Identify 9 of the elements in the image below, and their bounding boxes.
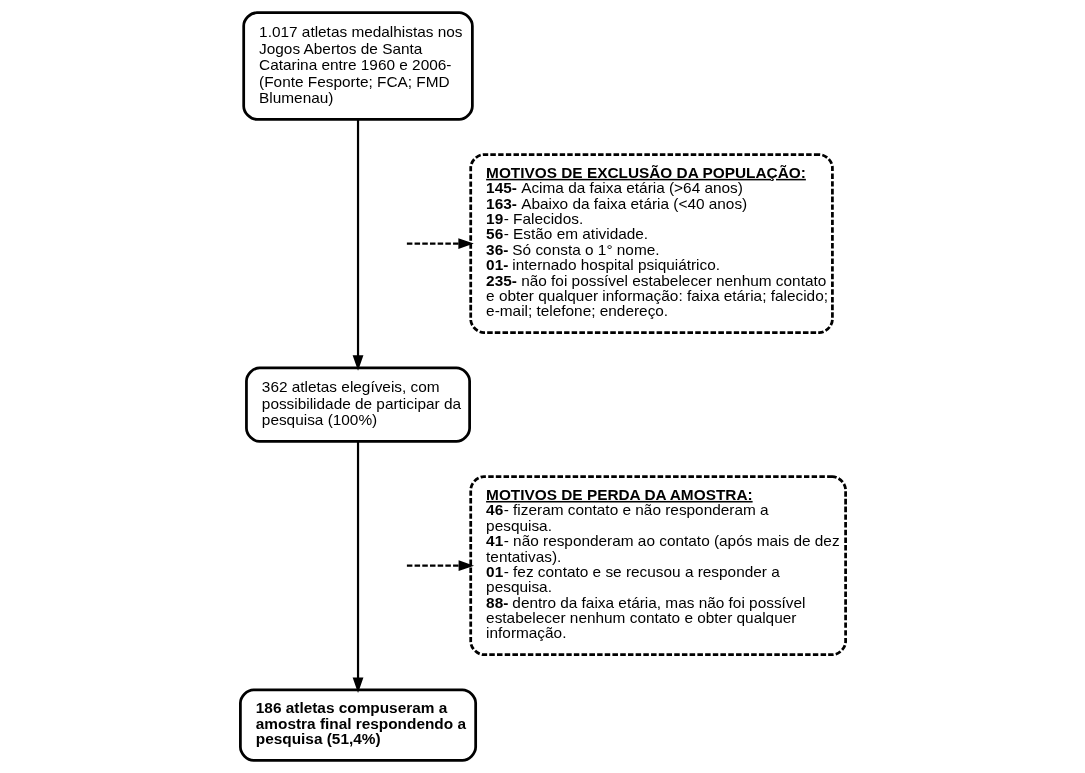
node-box: MOTIVOS DE EXCLUSÃO DA POPULAÇÃO: 145- Acima da faixa etária (>64 anos) 163- Abaixo da faixa etária (<40 anos) 19- Falecidos. 56- Estão em atividade. 36- Só consta o 1° nome. 01- internado hospital psiquiátrico. 235- não foi possível estabelecer nenhum contato e obter qualquer informação: faixa etária; falecido; e-mail; telefone; endereço. <box>468 153 834 334</box>
node-box: 186 atletas compuseram a amostra final respondendo a pesquisa (51,4%) <box>238 688 477 762</box>
arrow <box>406 560 474 572</box>
arrow <box>406 238 474 249</box>
arrow <box>352 441 363 694</box>
node-box: MOTIVOS DE PERDA DA AMOSTRA: 46- fizeram contato e não responderam a pesquisa. 41- não responderam ao contato (após mais de dez tentativas). 01- fez contato e se recusou a responder a pesquisa. 88- dentro da faixa etária, mas não foi possível estabelecer nenhum contato e obter qualquer informação. <box>468 475 847 657</box>
arrow <box>352 119 363 371</box>
node-box: 362 atletas elegíveis, com possibilidade de participar da pesquisa (100%) <box>244 366 471 443</box>
node-box: 1.017 atletas medalhistas nos Jogos Abertos de Santa Catarina entre 1960 e 2006- (Fonte Fesporte; FCA; FMD Blumenau) <box>241 11 474 121</box>
